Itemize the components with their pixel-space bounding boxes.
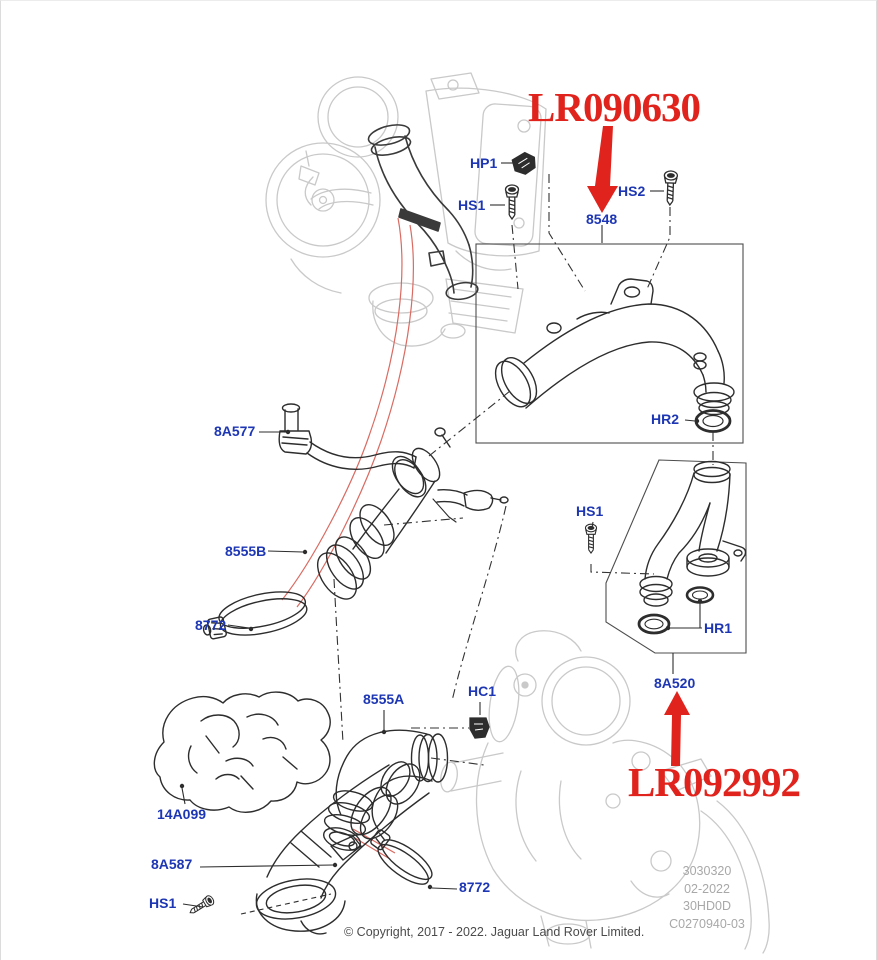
box-8548 [475,243,744,444]
part-label-8772-left[interactable]: 8772 [195,617,227,633]
pipe-8555b-drawing [316,427,509,600]
part-label-8548[interactable]: 8548 [586,211,618,227]
installed-pipe-sketch [367,124,479,301]
bolt-hs2 [662,170,679,206]
part-label-8a587[interactable]: 8A587 [151,856,193,872]
bracket-14a099-drawing [153,691,331,813]
leader-dots [179,418,703,890]
bolt-hs1-mid [584,523,598,554]
assembly-8a587-drawing [255,761,430,935]
clip-hp1 [511,151,536,175]
bolt-hs1-top [504,184,520,220]
arrow-lr090630 [587,126,618,213]
oring-hr2-drawing [694,409,732,433]
copyright-notice: © Copyright, 2017 - 2022. Jaguar Land Ro… [344,925,645,939]
part-label-8a577[interactable]: 8A577 [214,423,256,439]
part-label-hs2[interactable]: HS2 [618,183,646,199]
part-label-hr1[interactable]: HR1 [704,620,733,636]
part-label-8555b[interactable]: 8555B [225,543,267,559]
clamp-8772-bottom-drawing [370,829,433,885]
detail-boxes [475,243,747,654]
fasteners [186,151,679,918]
part-label-hr2[interactable]: HR2 [651,411,680,427]
doc-ref-line: 02-2022 [684,881,730,896]
part-label-hs1-mid[interactable]: HS1 [576,503,604,519]
part-label-hp1[interactable]: HP1 [470,155,498,171]
hose-8555a-drawing [322,729,449,851]
engine-sketch-bottom-right [440,630,770,954]
clip-hc1 [469,717,490,739]
part-label-8772-bottom[interactable]: 8772 [459,879,491,895]
doc-ref-line: C0270940-03 [669,916,745,931]
callout-lr092992: LR092992 [628,759,801,805]
box-8a520 [605,459,747,654]
doc-ref-line: 30HD0D [683,899,731,913]
part-label-8555a[interactable]: 8555A [363,691,405,707]
leader-lines [179,162,703,915]
doc-reference-block: 3030320 02-2022 30HD0D C0270940-03 [649,863,765,933]
red-arrows [587,126,690,766]
callout-lr090630: LR090630 [528,84,701,130]
pipe-8548-drawing [494,278,735,416]
dash-dot-lines [333,174,714,766]
part-label-hs1-bottom[interactable]: HS1 [149,895,177,911]
part-label-8a520[interactable]: 8A520 [654,675,696,691]
part-label-hs1-top[interactable]: HS1 [458,197,486,213]
part-label-hc1[interactable]: HC1 [468,683,497,699]
part-label-14a099[interactable]: 14A099 [157,806,207,822]
hose-8a577-drawing [278,403,417,470]
engine-sketch-top-left [265,72,547,347]
pipe-8a520-drawing [639,460,747,607]
doc-ref-line: 3030320 [682,864,732,878]
clamp-8772-left-drawing [202,591,308,640]
arrow-lr092992 [664,691,690,766]
